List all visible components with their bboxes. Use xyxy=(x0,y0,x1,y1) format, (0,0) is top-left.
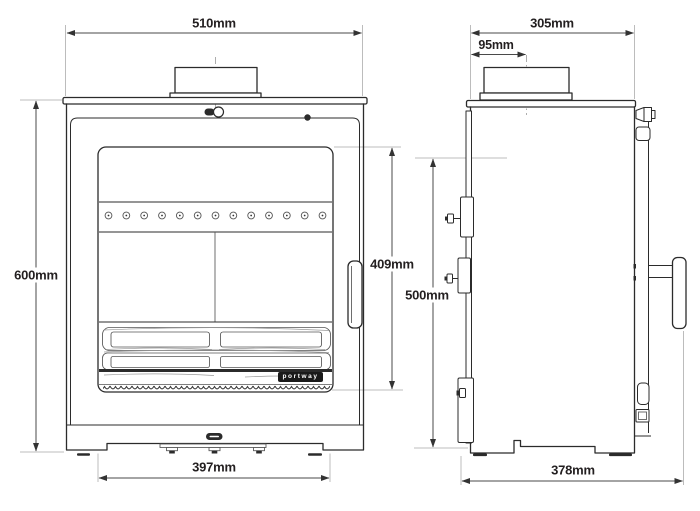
side-view xyxy=(444,55,687,457)
dimension-label-front-width: 510mm xyxy=(192,15,236,31)
dimension-label-depth: 305mm xyxy=(530,15,574,31)
hinge-bracket-top xyxy=(445,196,474,238)
rear-clip-top xyxy=(635,126,651,141)
door-handle-side xyxy=(648,256,687,330)
front-inner-panel xyxy=(70,117,360,425)
hinge-bracket-middle xyxy=(444,257,471,294)
side-body-outline xyxy=(469,106,636,454)
door-frame xyxy=(97,146,334,393)
dimension-label-base-depth: 378mm xyxy=(551,462,595,478)
extension-lines xyxy=(20,25,684,485)
brand-badge: portway xyxy=(278,372,323,382)
rear-bracket-square xyxy=(635,409,650,423)
rear-bracket-round xyxy=(637,382,650,405)
front-body-outline xyxy=(65,103,365,451)
dimension-label-body-height: 500mm xyxy=(402,287,452,303)
door-bottom-band xyxy=(99,369,332,372)
dimension-label-overall-height: 600mm xyxy=(11,267,61,283)
door-handle-front xyxy=(347,260,363,329)
air-holes xyxy=(104,211,327,220)
dimension-label-base-width: 397mm xyxy=(192,459,236,475)
glass-panel xyxy=(99,201,332,323)
leveling-bolt xyxy=(208,447,221,454)
dimension-label-door-height: 409mm xyxy=(367,256,417,272)
leveling-bolt xyxy=(253,447,265,454)
flue-collar-front xyxy=(169,57,262,114)
front-view xyxy=(62,57,368,456)
hinge-bracket-bottom xyxy=(456,377,474,443)
top-fixing-dot xyxy=(304,114,311,121)
dimension-label-flue-offset: 95mm xyxy=(478,37,514,52)
riddling-grate-strip xyxy=(103,385,330,393)
fuel-retainer-slats xyxy=(102,327,331,378)
air-control-knob xyxy=(635,107,656,122)
leveling-bolt xyxy=(166,447,178,454)
plinth-and-feet xyxy=(77,433,322,456)
top-plate-side xyxy=(465,99,637,108)
flue-collar-side xyxy=(479,55,573,115)
top-plate-front xyxy=(62,96,368,105)
airwash-control-keyhole xyxy=(204,106,225,118)
